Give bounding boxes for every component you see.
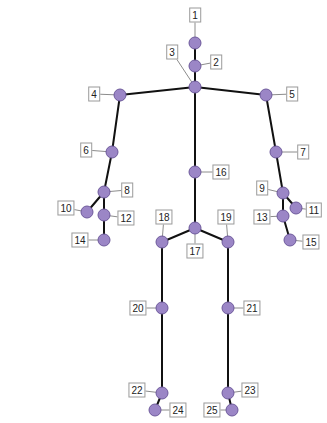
joint-dot — [222, 236, 234, 248]
joint-dot — [270, 146, 282, 158]
joint-dot — [189, 222, 201, 234]
bone-line — [161, 308, 163, 393]
callout-number: 4 — [88, 87, 100, 102]
callout-number: 2 — [210, 55, 222, 70]
joint-dot — [222, 387, 234, 399]
bone-line — [112, 95, 120, 152]
callout-number: 10 — [57, 201, 74, 216]
callout-number: 1 — [189, 8, 201, 23]
joint-dot — [156, 236, 168, 248]
joint-dot — [98, 209, 110, 221]
callout-number: 7 — [297, 145, 309, 160]
joint-dot — [189, 60, 201, 72]
bone-line — [195, 87, 266, 95]
joint-dot — [189, 81, 201, 93]
joint-dot — [156, 302, 168, 314]
callout-number: 11 — [306, 203, 322, 218]
callout-number: 21 — [243, 301, 260, 316]
joint-dot — [222, 302, 234, 314]
callout-number: 18 — [155, 210, 172, 225]
callout-number: 23 — [241, 383, 258, 398]
joint-dot — [277, 187, 289, 199]
bone-line — [266, 95, 276, 152]
callout-number: 19 — [217, 210, 234, 225]
joint-dot — [114, 89, 126, 101]
bone-line — [227, 308, 229, 393]
bone-line — [227, 242, 229, 308]
joint-dot — [189, 166, 201, 178]
joint-dot — [149, 404, 161, 416]
callout-number: 13 — [253, 210, 270, 225]
joint-dot — [98, 186, 110, 198]
bone-line — [194, 172, 196, 228]
joint-dot — [106, 146, 118, 158]
callout-number: 15 — [302, 235, 319, 250]
callout-number: 14 — [71, 233, 88, 248]
joint-dot — [290, 202, 302, 214]
joint-dot — [284, 234, 296, 246]
callout-number: 22 — [128, 383, 145, 398]
callout-number: 8 — [121, 183, 133, 198]
joint-dot — [98, 234, 110, 246]
callout-number: 3 — [166, 45, 178, 60]
callout-number: 17 — [186, 244, 203, 259]
callout-number: 25 — [203, 403, 220, 418]
callout-number: 5 — [286, 87, 298, 102]
callout-number: 24 — [169, 403, 186, 418]
joint-dot — [277, 210, 289, 222]
callout-number: 12 — [117, 211, 134, 226]
joint-dot — [81, 206, 93, 218]
bone-line — [161, 242, 163, 308]
joint-dot — [260, 89, 272, 101]
callout-number: 20 — [129, 301, 146, 316]
bone-line — [194, 87, 196, 172]
joint-dot — [156, 387, 168, 399]
joint-dot — [226, 404, 238, 416]
callout-number: 6 — [80, 143, 92, 158]
joint-dot — [189, 37, 201, 49]
callout-number: 9 — [256, 181, 268, 196]
bone-line — [120, 87, 195, 95]
callout-number: 16 — [212, 165, 229, 180]
